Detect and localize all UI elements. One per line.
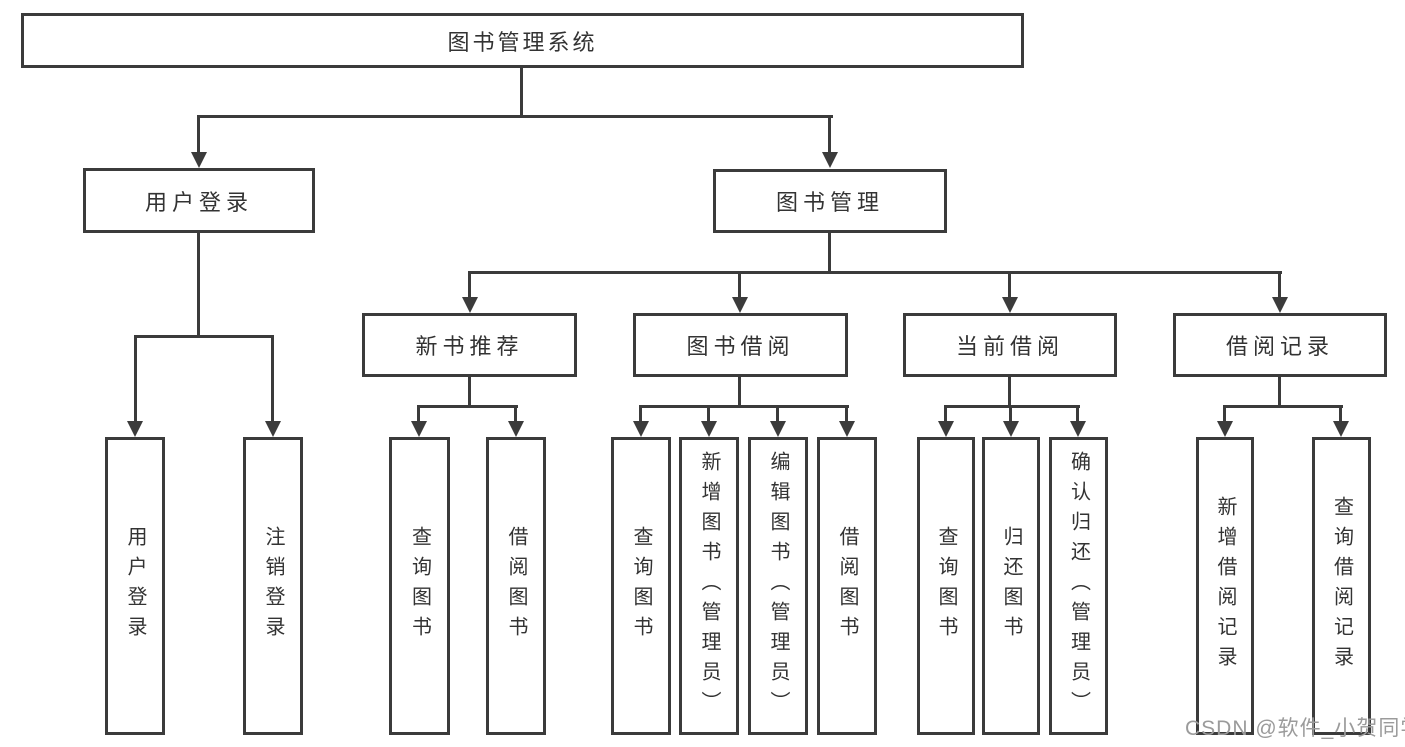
- leaf-borrow-books-recommend: 借阅图书: [486, 437, 546, 735]
- leaf-query-books-recommend-label: 查询图书: [408, 526, 431, 646]
- arrow-down-icon: [462, 297, 478, 313]
- leaf-logout: 注销登录: [243, 437, 303, 735]
- leaf-query-borrow-record-label: 查询借阅记录: [1330, 496, 1353, 676]
- leaf-user-login-label: 用户登录: [124, 526, 146, 646]
- arrow-down-icon: [633, 421, 649, 437]
- arrow-down-icon: [191, 152, 207, 168]
- connector-line: [417, 405, 518, 408]
- connector-line: [1008, 271, 1011, 300]
- leaf-logout-label: 注销登录: [262, 526, 284, 646]
- node-book-management: 图书管理: [713, 169, 947, 233]
- leaf-borrow-books-borrowing-label: 借阅图书: [836, 526, 858, 646]
- arrow-down-icon: [127, 421, 143, 437]
- node-root-label: 图书管理系统: [447, 29, 598, 55]
- arrow-down-icon: [822, 152, 838, 168]
- leaf-add-borrow-record: 新增借阅记录: [1196, 437, 1254, 735]
- connector-line: [1339, 405, 1342, 424]
- connector-line: [417, 405, 420, 424]
- connector-line: [468, 271, 471, 300]
- connector-line: [1076, 405, 1079, 424]
- arrow-down-icon: [1070, 421, 1086, 437]
- connector-line: [1278, 271, 1281, 300]
- arrow-down-icon: [1003, 421, 1019, 437]
- connector-line: [197, 233, 200, 337]
- connector-line: [1223, 405, 1343, 408]
- node-book-borrowing-label: 图书借阅: [686, 334, 795, 359]
- arrow-down-icon: [1217, 421, 1233, 437]
- connector-line: [1223, 405, 1226, 424]
- node-user-login: 用户登录: [83, 168, 315, 233]
- connector-line: [197, 115, 200, 156]
- connector-line: [845, 405, 848, 424]
- arrow-down-icon: [508, 421, 524, 437]
- leaf-query-books-borrowing-label: 查询图书: [630, 526, 652, 646]
- connector-line: [707, 405, 710, 424]
- connector-line: [639, 405, 849, 408]
- node-root: 图书管理系统: [21, 13, 1024, 68]
- leaf-edit-book-admin: 编辑图书（管理员）: [748, 437, 808, 735]
- leaf-add-borrow-record-label: 新增借阅记录: [1214, 496, 1236, 676]
- leaf-borrow-books-borrowing: 借阅图书: [817, 437, 877, 735]
- leaf-borrow-books-recommend-label: 借阅图书: [505, 526, 527, 646]
- leaf-query-books-current: 查询图书: [917, 437, 975, 735]
- arrow-down-icon: [1272, 297, 1288, 313]
- leaf-edit-book-admin-label: 编辑图书（管理员）: [767, 451, 789, 721]
- connector-line: [828, 115, 831, 156]
- arrow-down-icon: [411, 421, 427, 437]
- connector-line: [197, 115, 833, 118]
- connector-line: [134, 335, 274, 338]
- leaf-add-book-admin-label: 新增图书（管理员）: [698, 451, 720, 721]
- arrow-down-icon: [265, 421, 281, 437]
- node-user-login-label: 用户登录: [144, 189, 253, 215]
- leaf-confirm-return-admin-label: 确认归还（管理员）: [1067, 451, 1090, 721]
- connector-line: [738, 271, 741, 300]
- node-book-management-label: 图书管理: [775, 190, 884, 215]
- leaf-add-book-admin: 新增图书（管理员）: [679, 437, 739, 735]
- connector-line: [776, 405, 779, 424]
- connector-line: [520, 68, 523, 117]
- leaf-user-login: 用户登录: [105, 437, 165, 735]
- leaf-query-borrow-record: 查询借阅记录: [1312, 437, 1371, 735]
- leaf-return-book: 归还图书: [982, 437, 1040, 735]
- connector-line: [468, 377, 471, 408]
- connector-line: [738, 377, 741, 408]
- node-book-borrowing: 图书借阅: [633, 313, 848, 377]
- arrow-down-icon: [938, 421, 954, 437]
- leaf-query-books-current-label: 查询图书: [935, 526, 957, 646]
- arrow-down-icon: [1002, 297, 1018, 313]
- connector-line: [271, 335, 274, 425]
- leaf-confirm-return-admin: 确认归还（管理员）: [1049, 437, 1108, 735]
- arrow-down-icon: [839, 421, 855, 437]
- watermark-text: CSDN @软件_小贺同学: [1185, 717, 1405, 740]
- arrow-down-icon: [1333, 421, 1349, 437]
- connector-line: [514, 405, 517, 424]
- leaf-query-books-borrowing: 查询图书: [611, 437, 671, 735]
- node-borrowing-records: 借阅记录: [1173, 313, 1387, 377]
- arrow-down-icon: [732, 297, 748, 313]
- connector-line: [1009, 405, 1012, 424]
- node-new-book-recommend: 新书推荐: [362, 313, 577, 377]
- leaf-return-book-label: 归还图书: [1000, 526, 1022, 646]
- node-current-borrowing-label: 当前借阅: [955, 334, 1064, 359]
- connector-line: [1008, 377, 1011, 408]
- connector-line: [1278, 377, 1281, 408]
- connector-line: [468, 271, 1282, 274]
- connector-line: [944, 405, 1080, 408]
- arrow-down-icon: [770, 421, 786, 437]
- arrow-down-icon: [701, 421, 717, 437]
- connector-line: [828, 233, 831, 274]
- leaf-query-books-recommend: 查询图书: [389, 437, 450, 735]
- connector-line: [639, 405, 642, 424]
- connector-line: [944, 405, 947, 424]
- node-current-borrowing: 当前借阅: [903, 313, 1117, 377]
- node-borrowing-records-label: 借阅记录: [1225, 334, 1334, 359]
- node-new-book-recommend-label: 新书推荐: [415, 334, 524, 359]
- connector-line: [134, 335, 137, 425]
